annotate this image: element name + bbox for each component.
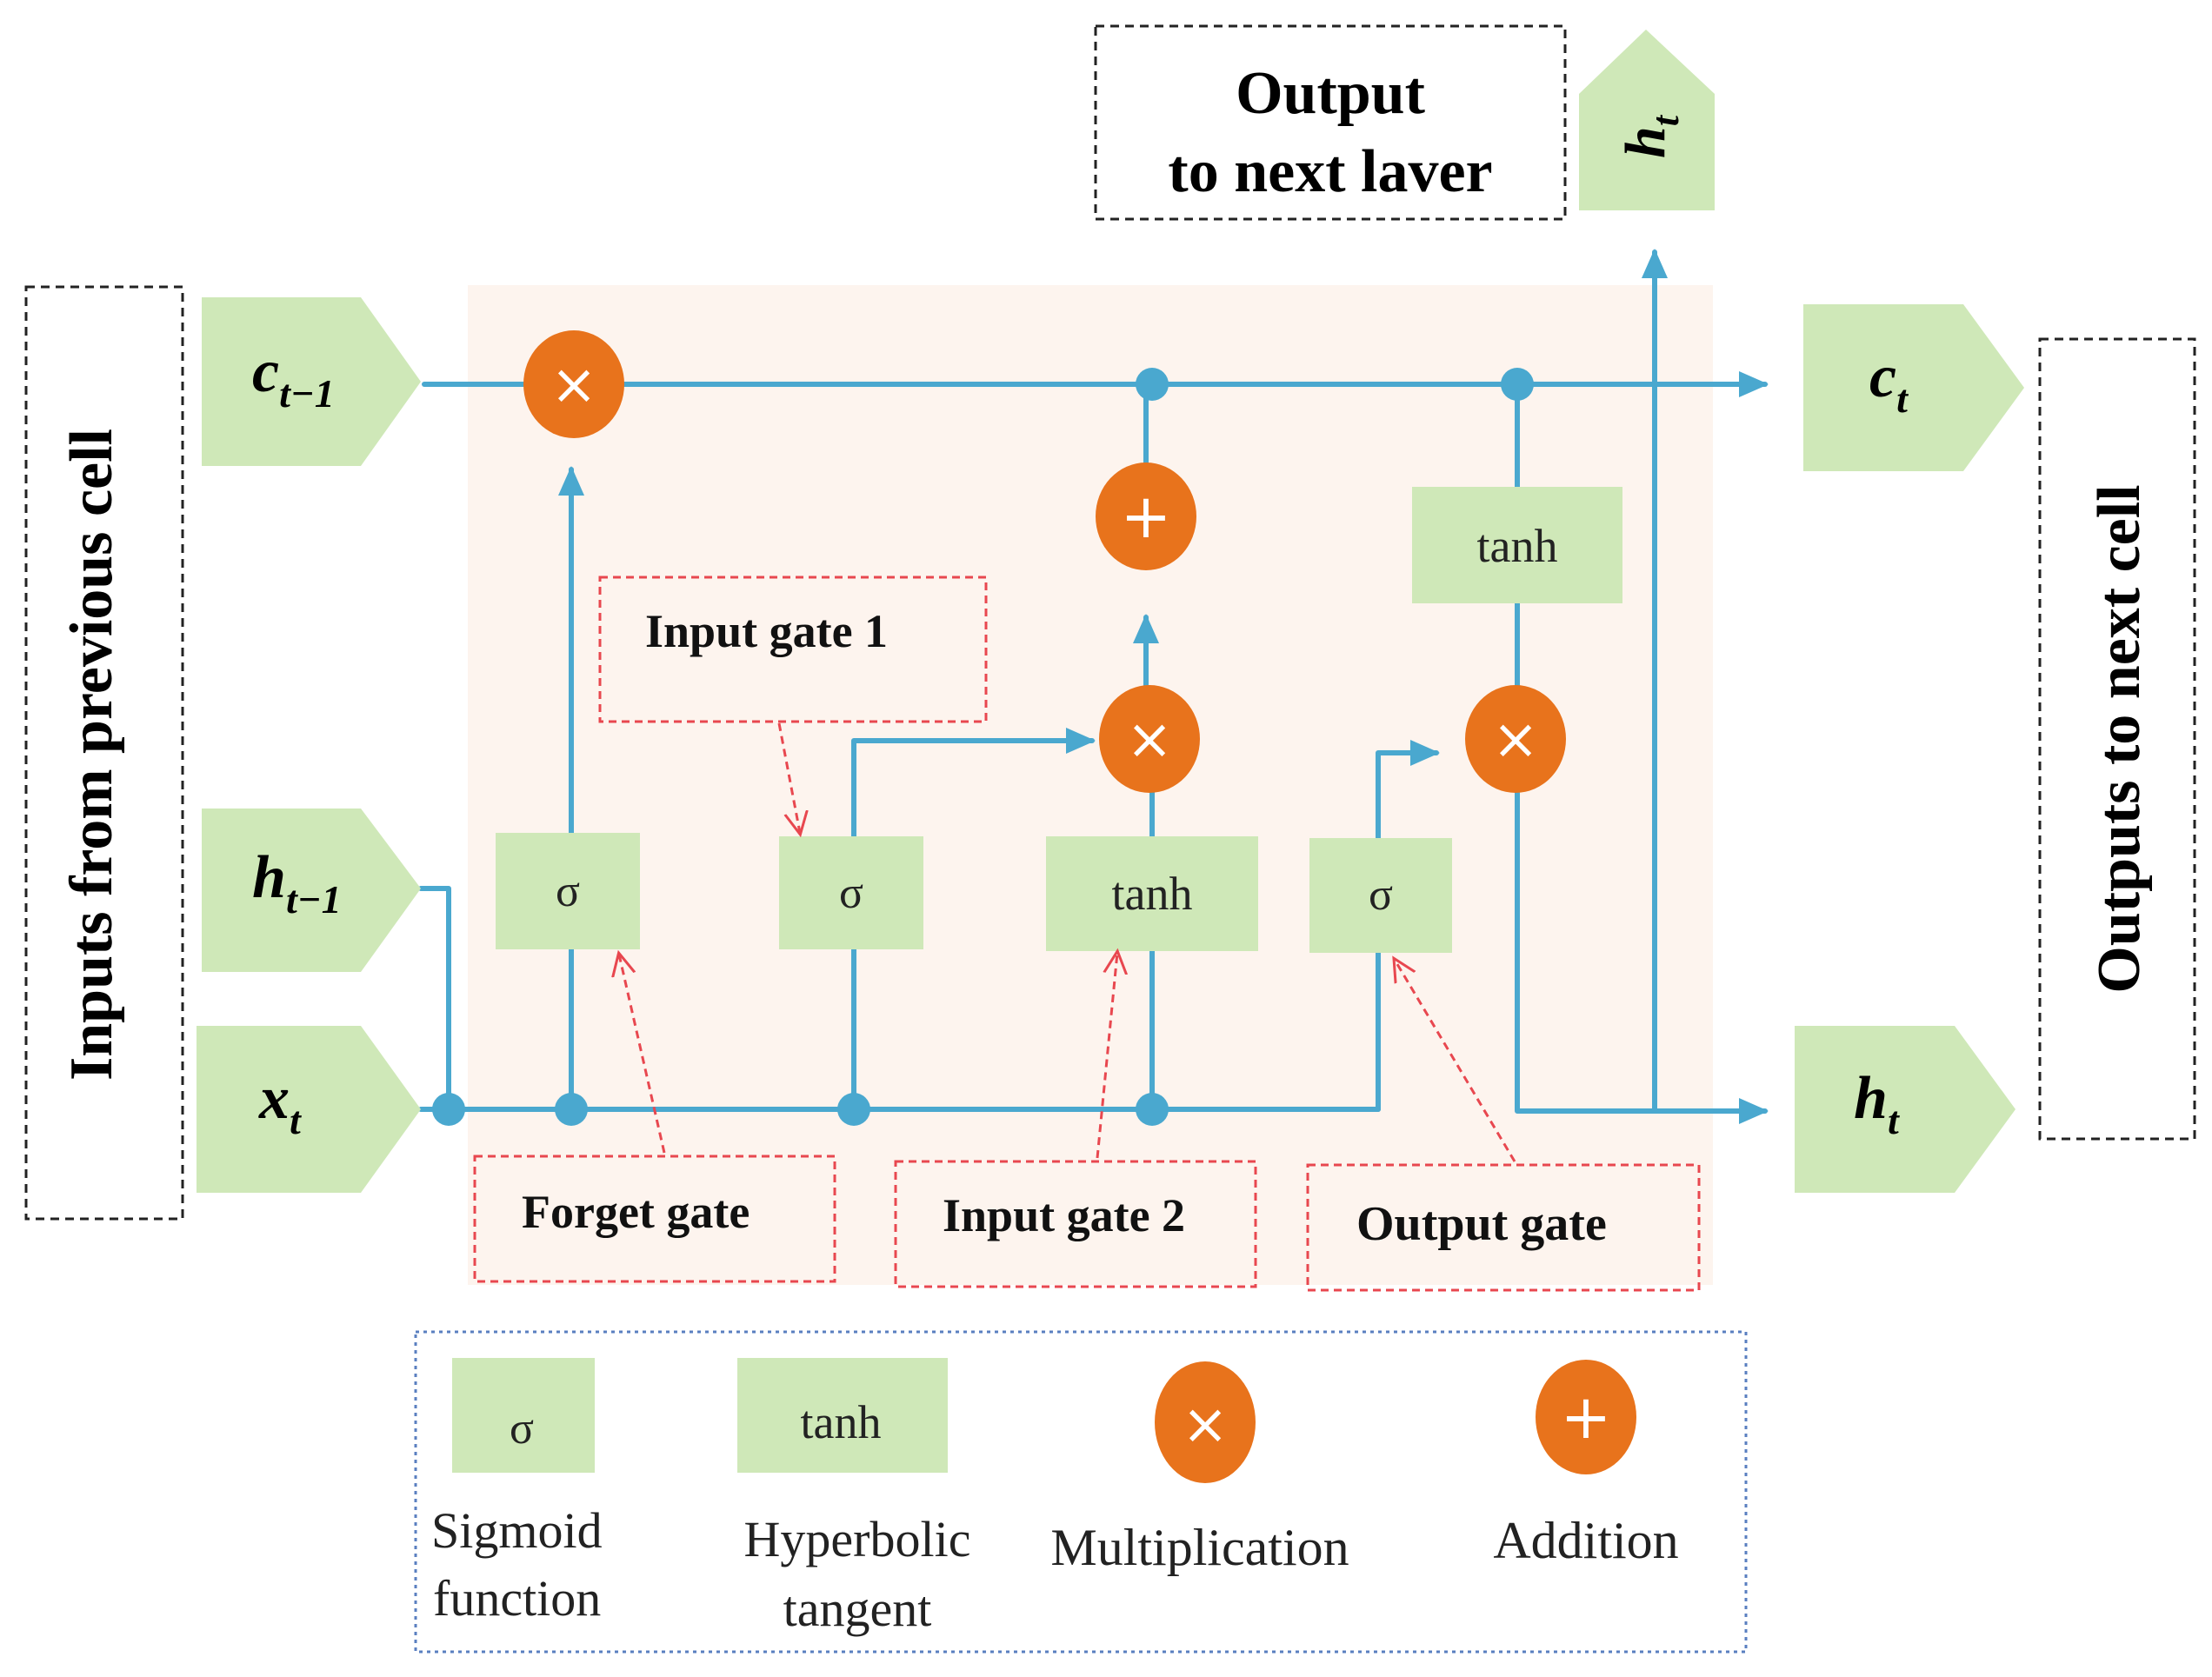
forget-multiply-symbol: ×	[550, 353, 597, 417]
output-layer-box	[1094, 24, 1567, 221]
legend-sigma-block	[452, 1358, 595, 1473]
c-t-tag	[1803, 304, 2024, 471]
output-layer-line1: Output	[1236, 60, 1425, 127]
cell-add-node	[1096, 463, 1196, 570]
legend-add-symbol: +	[1561, 1381, 1612, 1453]
input2-tanh-label: tanh	[1112, 868, 1193, 920]
input-gate-1-box	[598, 576, 988, 723]
output-gate-label: Output gate	[1356, 1197, 1607, 1251]
c-t-label: ct	[1869, 343, 1909, 421]
input2-tanh-block	[1046, 836, 1258, 951]
outputs-side-label: Outputs to next cell	[2086, 484, 2153, 993]
input-gate-1-label: Input gate 1	[645, 605, 888, 657]
h-t-top-tag	[1579, 30, 1715, 210]
h-t-right-label: ht	[1854, 1065, 1900, 1142]
inputs-side-box	[24, 285, 184, 1221]
legend: σ Sigmoid function tanh Hyperbolic tange…	[414, 1330, 1748, 1654]
forget-gate-pointer	[619, 955, 666, 1154]
outputs-side-box	[2038, 337, 2196, 1141]
legend-sigma-symbol: σ	[510, 1404, 534, 1454]
legend-add-node	[1536, 1360, 1636, 1474]
legend-addition-label: Addition	[1493, 1512, 1678, 1569]
input-multiply-node	[1099, 685, 1200, 793]
c-prev-tag	[202, 297, 421, 466]
forget-multiply-node	[523, 330, 624, 438]
junction-dot	[1136, 368, 1169, 401]
input-gate-2-pointer	[1096, 953, 1117, 1159]
junction-dot	[555, 1093, 588, 1126]
input1-sigma-block	[779, 836, 923, 949]
input-gate-1-pointer	[777, 722, 800, 833]
gate-blocks: σ σ tanh σ tanh	[496, 487, 1622, 953]
legend-multiply-symbol: ×	[1182, 1393, 1229, 1457]
h-prev-tag	[202, 809, 421, 972]
forget-sigma-block	[496, 833, 640, 949]
input-multiply-symbol: ×	[1126, 708, 1173, 772]
legend-multiply-node	[1155, 1361, 1256, 1483]
legend-sigmoid-line2: function	[433, 1570, 601, 1627]
forget-sigma-label: σ	[556, 867, 580, 916]
output-layer-line2: to next laver	[1168, 138, 1492, 205]
legend-tanh-line2: tangent	[783, 1581, 932, 1637]
forget-gate-box	[473, 1155, 836, 1283]
c-prev-label: ct−1	[252, 338, 335, 416]
legend-tanh-symbol: tanh	[801, 1396, 882, 1448]
junction-dot	[1136, 1093, 1169, 1126]
cell-add-symbol: +	[1121, 481, 1172, 552]
output-gate-box	[1306, 1163, 1701, 1292]
h-t-top-label: ht	[1614, 114, 1687, 158]
legend-sigmoid-line1: Sigmoid	[431, 1502, 603, 1559]
legend-tanh-block	[737, 1358, 948, 1473]
legend-multiplication-label: Multiplication	[1050, 1519, 1349, 1576]
output-sigma-block	[1309, 838, 1452, 953]
input-gate-2-box	[894, 1160, 1257, 1288]
h-prev-label: ht−1	[252, 844, 342, 922]
cell-tanh-block	[1412, 487, 1622, 603]
legend-box	[414, 1330, 1748, 1654]
legend-tanh-line1: Hyperbolic	[744, 1511, 971, 1567]
input-gate-2-label: Input gate 2	[943, 1189, 1185, 1241]
cell-tanh-label: tanh	[1477, 520, 1558, 572]
io-tags: ct−1 ht−1 xt ct ht ht	[197, 30, 2024, 1193]
gate-annotations: Input gate 1 Forget gate Input gate 2 Ou…	[473, 576, 1701, 1292]
x-t-tag	[197, 1026, 421, 1193]
output-sigma-label: σ	[1369, 870, 1393, 920]
output-multiply-node	[1465, 685, 1566, 793]
input1-sigma-label: σ	[839, 868, 863, 918]
operator-nodes: × + × ×	[523, 330, 1566, 793]
h-t-right-tag	[1795, 1026, 2015, 1193]
junctions	[432, 368, 1534, 1126]
junction-dot	[432, 1093, 465, 1126]
inputs-side-label: Inputs from previous cell	[58, 429, 125, 1081]
x-t-label: xt	[258, 1065, 302, 1142]
junction-dot	[837, 1093, 870, 1126]
junction-dot	[1501, 368, 1534, 401]
output-multiply-symbol: ×	[1492, 708, 1539, 772]
forget-gate-label: Forget gate	[522, 1186, 750, 1238]
